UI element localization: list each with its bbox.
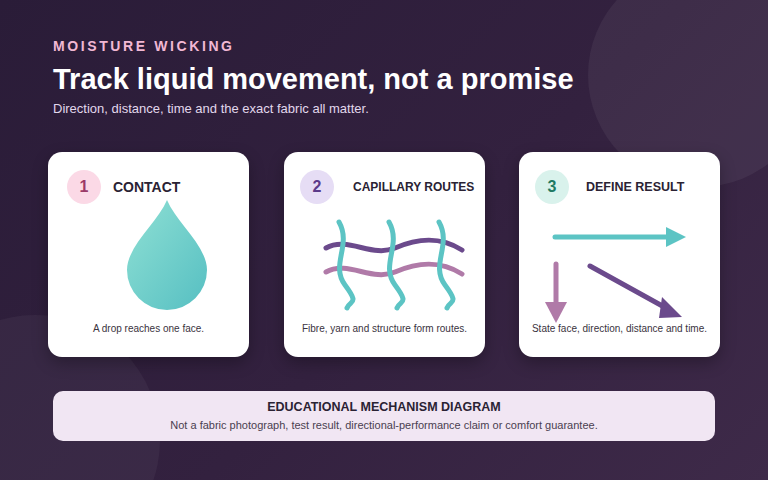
step-card: 3 DEFINE RESULT State face, direction, dis… [519,152,720,357]
step-caption: A drop reaches one face. [48,322,249,336]
step-caption: State face, direction, distance and time… [519,322,720,336]
step-number: 1 [67,170,101,204]
step-number: 3 [535,170,569,204]
step-badge: 3 [535,170,569,204]
step-number: 2 [300,170,334,204]
step-card: 1 CONTACT A drop reaches one face. [48,152,249,357]
step-badge: 1 [67,170,101,204]
note-heading: EDUCATIONAL MECHANISM DIAGRAM [53,399,715,415]
diagram-title: Track liquid movement, not a promise [53,62,574,96]
step-heading: DEFINE RESULT [586,179,684,195]
step-caption: Fibre, yarn and structure form routes. [284,322,485,336]
step-heading: CAPILLARY ROUTES [353,179,474,195]
step-card: 2 CAPILLARY ROUTES Fibre, yarn and structu… [284,152,485,357]
subtitle-label: Direction, distance, time and the exact … [53,100,369,118]
step-badge: 2 [300,170,334,204]
step-heading: CONTACT [113,179,180,195]
note-text: Not a fabric photograph, test result, di… [53,418,715,432]
kicker-label: MOISTURE WICKING [53,37,235,55]
note-band: EDUCATIONAL MECHANISM DIAGRAM Not a fabri… [53,391,715,441]
